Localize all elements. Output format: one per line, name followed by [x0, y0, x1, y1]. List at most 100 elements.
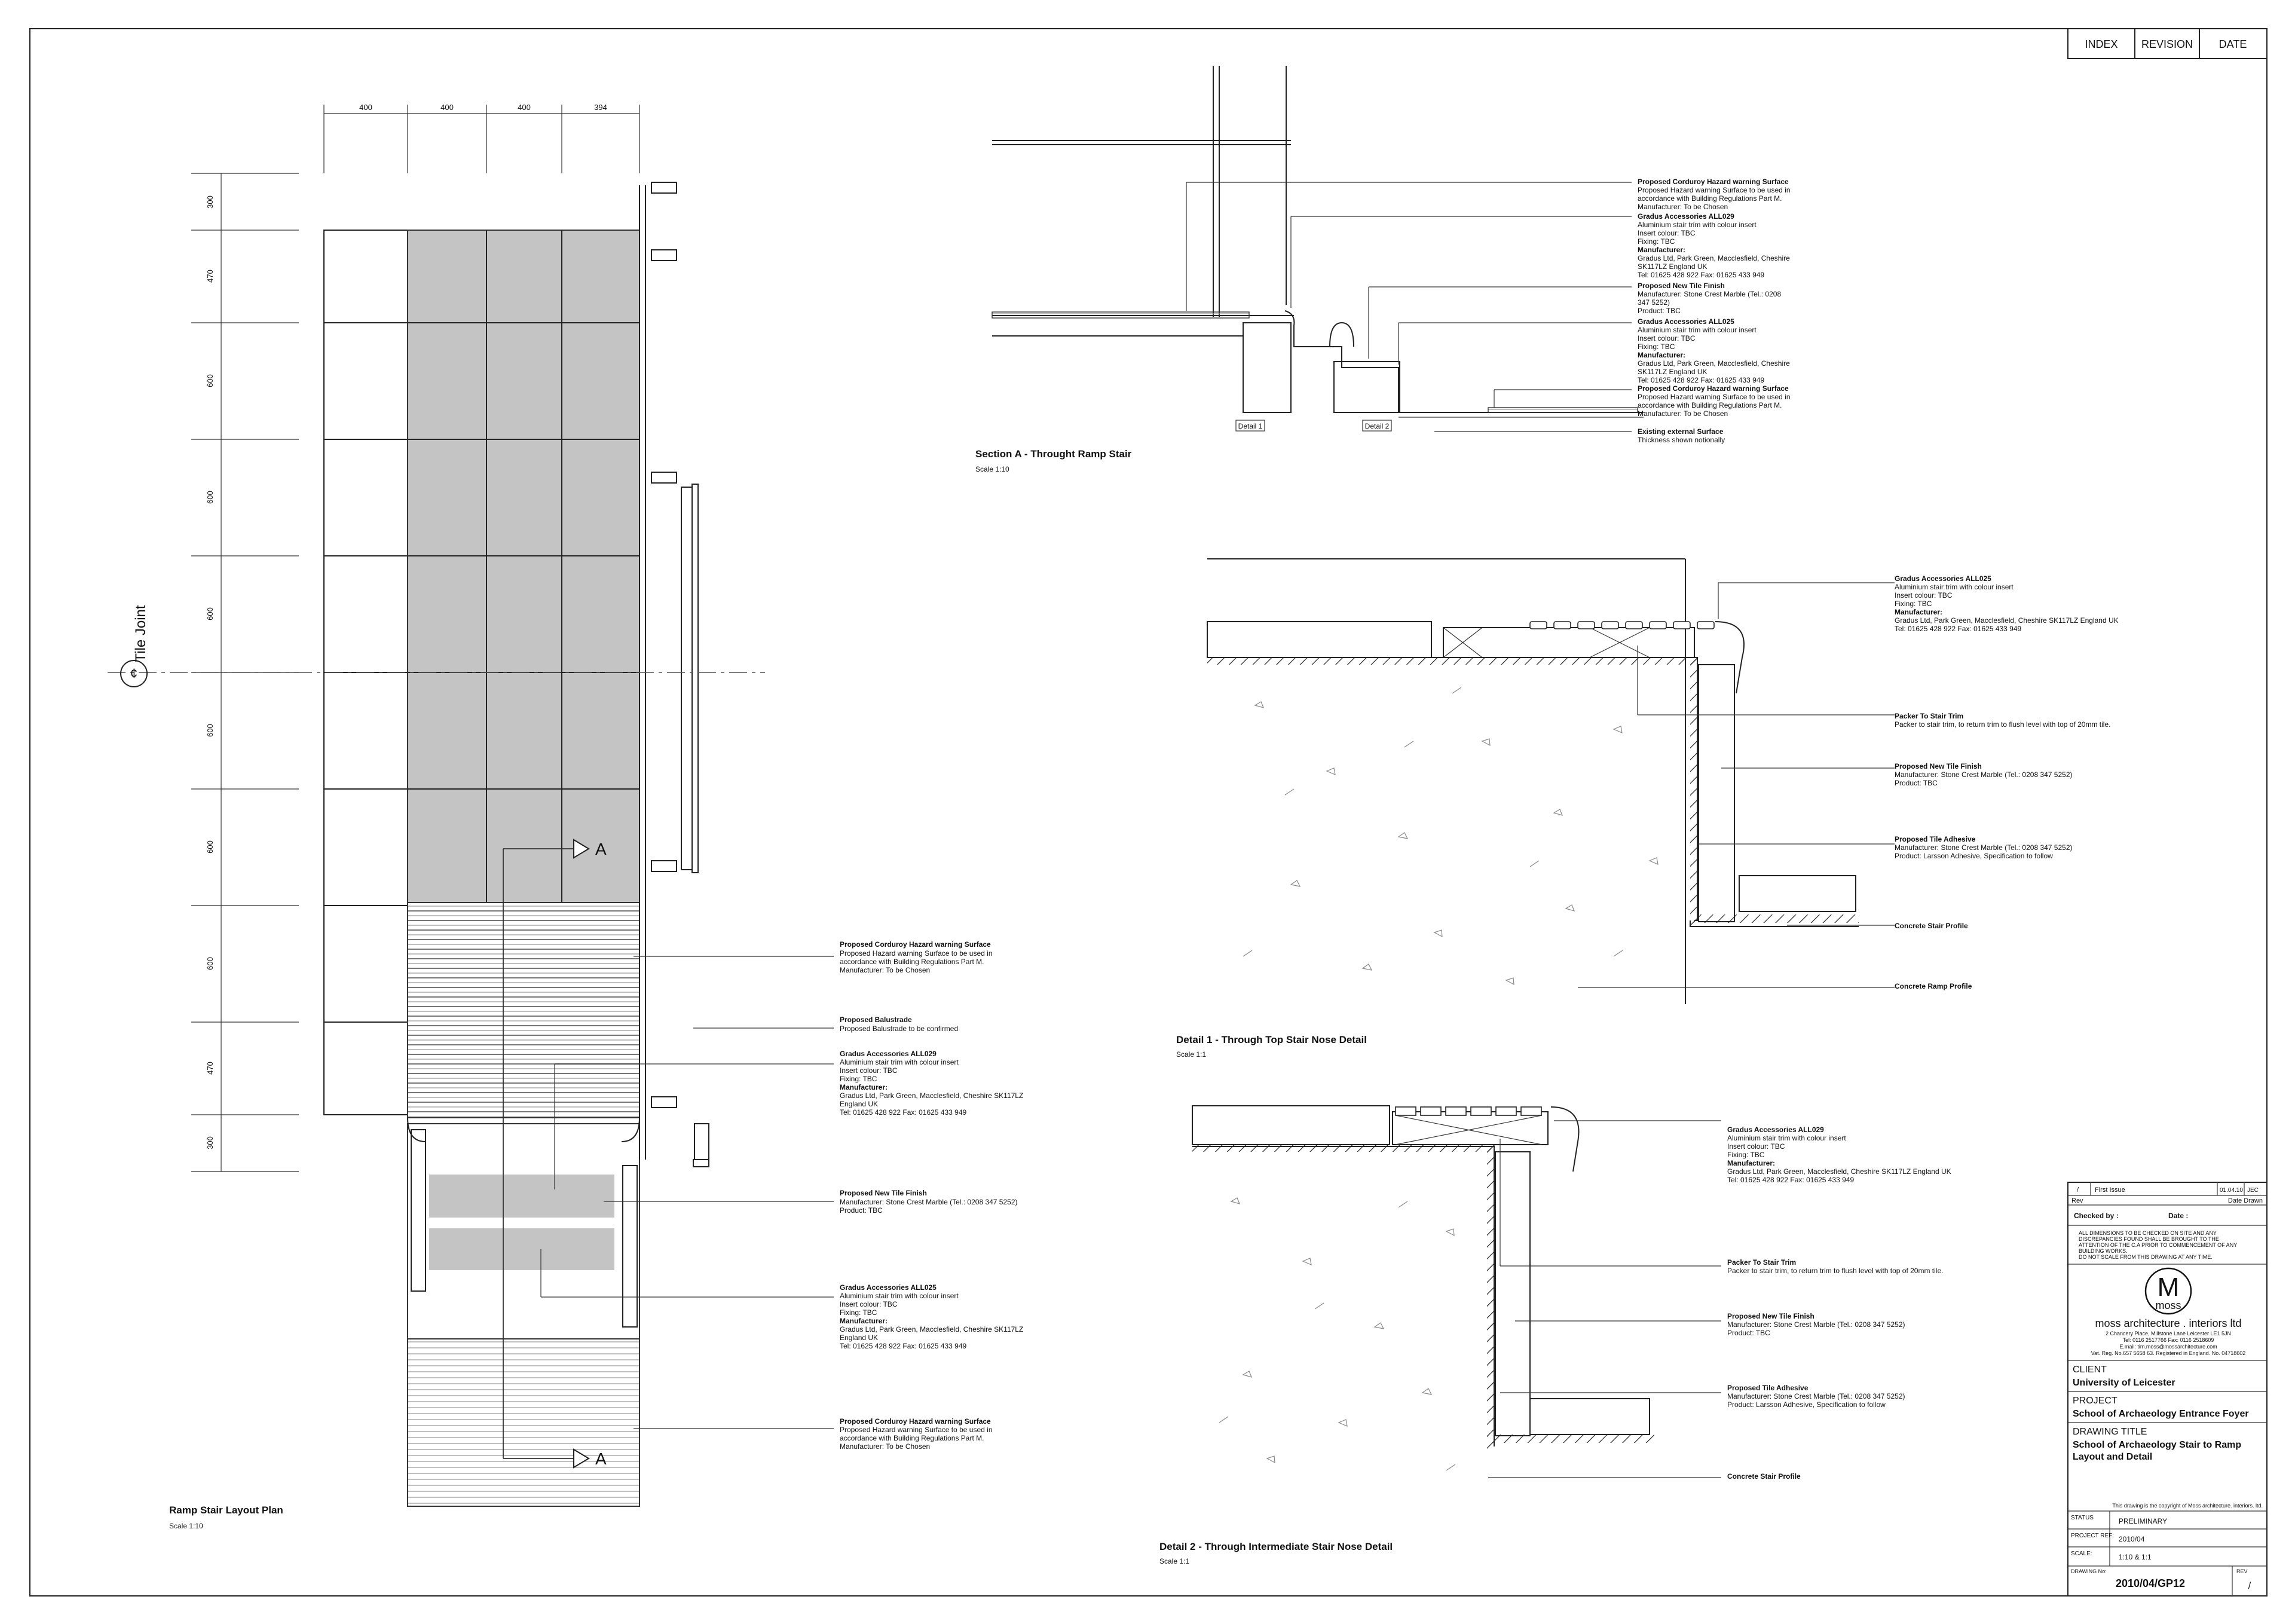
note-text: Manufacturer: Stone Crest Marble (Tel.: … [840, 1198, 1018, 1206]
company-name: moss architecture . interiors ltd [2095, 1317, 2241, 1329]
section-note-2: Gradus Accessories ALL029 Aluminium stai… [1638, 212, 1790, 279]
plan-dim-top-4: 394 [594, 103, 607, 112]
status-label: STATUS [2071, 1515, 2094, 1521]
note-text: Tel: 01625 428 922 Fax: 01625 433 949 [840, 1342, 967, 1350]
note-text: Existing external Surface [1638, 427, 1724, 436]
drawing-title-2: Layout and Detail [2073, 1452, 2152, 1462]
plan-dim-side-7: 600 [206, 840, 215, 854]
note-text: Manufacturer: Stone Crest Marble (Tel.: … [1727, 1392, 1905, 1400]
rev-box-label: REV [2236, 1568, 2248, 1574]
note-text: Manufacturer: [840, 1317, 888, 1325]
plan-scale: Scale 1:10 [169, 1522, 203, 1530]
plan-dim-side-9: 470 [206, 1062, 215, 1075]
sheet-border [29, 28, 2268, 1597]
note-text: Proposed New Tile Finish [1727, 1312, 1814, 1320]
note-text: Fixing: TBC [1638, 342, 1675, 351]
plan-note-4: Proposed New Tile Finish Manufacturer: S… [840, 1189, 1018, 1215]
note-text: Packer To Stair Trim [1895, 712, 1963, 720]
tb-date-label: Date : [2168, 1212, 2188, 1220]
cl-symbol: ¢ [130, 666, 137, 681]
note-text: Gradus Accessories ALL029 [1727, 1126, 1824, 1134]
plan-note-6: Proposed Corduroy Hazard warning Surface… [840, 1417, 993, 1451]
detail1-note-3: Proposed New Tile Finish Manufacturer: S… [1895, 762, 2073, 787]
detail2-note-1: Gradus Accessories ALL029 Aluminium stai… [1727, 1126, 1951, 1184]
note-text: Aluminium stair trim with colour insert [1895, 583, 2014, 591]
note-text: Gradus Accessories ALL025 [840, 1283, 937, 1292]
tb-disclaimer-2: DISCREPANCIES FOUND SHALL BE BROUGHT TO … [2079, 1236, 2219, 1242]
note-text: Product: TBC [1727, 1329, 1770, 1337]
note-text: Product: TBC [1895, 779, 1938, 787]
note-text: Proposed New Tile Finish [1638, 282, 1725, 290]
note-text: Proposed Corduroy Hazard warning Surface [840, 1417, 991, 1426]
plan-title: Ramp Stair Layout Plan [169, 1504, 283, 1516]
note-text: Proposed Tile Adhesive [1727, 1384, 1809, 1392]
detail-2: Detail 2 - Through Intermediate Stair No… [1159, 1105, 1721, 1565]
detail1-note-1: Gradus Accessories ALL025 Aluminium stai… [1895, 574, 2119, 633]
note-text: Gradus Ltd, Park Green, Macclesfield, Ch… [1638, 254, 1790, 262]
note-text: Manufacturer: Stone Crest Marble (Tel.: … [1895, 843, 2073, 852]
note-text: Concrete Stair Profile [1895, 922, 1968, 930]
note-text: Manufacturer: To be Chosen [1638, 409, 1728, 418]
note-text: Gradus Ltd, Park Green, Macclesfield, Ch… [1638, 359, 1790, 368]
detail2-scale: Scale 1:1 [1159, 1557, 1189, 1565]
tb-date-drawn: Date Drawn [2228, 1197, 2263, 1204]
tb-disclaimer-1: ALL DIMENSIONS TO BE CHECKED ON SITE AND… [2079, 1230, 2217, 1236]
logo-word: moss [2155, 1299, 2181, 1311]
section-note-1: Proposed Corduroy Hazard warning Surface… [1638, 178, 1791, 211]
note-text: Thickness shown notionally [1638, 436, 1725, 444]
plan-dim-top-2: 400 [440, 103, 454, 112]
plan-dim-top-1: 400 [359, 103, 372, 112]
plan-note-3: Gradus Accessories ALL029 Aluminium stai… [840, 1050, 1023, 1117]
status-value: PRELIMINARY [2119, 1517, 2167, 1525]
note-text: accordance with Building Regulations Par… [1638, 194, 1782, 203]
tile-joint-label: Tile Joint [133, 605, 149, 662]
company-address-4: Vat. Reg. No.657 5658 63. Registered in … [2091, 1350, 2246, 1356]
note-text: Packer To Stair Trim [1727, 1258, 1796, 1267]
note-text: Aluminium stair trim with colour insert [1638, 221, 1757, 229]
note-text: accordance with Building Regulations Par… [840, 1434, 984, 1442]
section-a-title: Section A - Throught Ramp Stair [975, 448, 1132, 460]
detail2-tag: Detail 2 [1365, 422, 1390, 430]
detail1-note-2: Packer To Stair Trim Packer to stair tri… [1895, 712, 2110, 729]
note-text: Aluminium stair trim with colour insert [840, 1058, 959, 1066]
detail1-note-4: Proposed Tile Adhesive Manufacturer: Sto… [1895, 835, 2073, 860]
rev-box-value: / [2248, 1581, 2251, 1591]
tb-rev-date: 01.04.10 [2220, 1187, 2243, 1194]
note-text: 347 5252) [1638, 298, 1670, 307]
note-text: Insert colour: TBC [840, 1300, 898, 1308]
note-text: Proposed New Tile Finish [840, 1189, 927, 1197]
note-text: Insert colour: TBC [1638, 334, 1696, 342]
note-text: Manufacturer: [840, 1083, 888, 1091]
note-text: Aluminium stair trim with colour insert [840, 1292, 959, 1300]
plan-dim-top-3: 400 [518, 103, 531, 112]
section-marker-a-top: A [595, 840, 607, 858]
plan-note-5: Gradus Accessories ALL025 Aluminium stai… [840, 1283, 1023, 1350]
note-text: Gradus Accessories ALL025 [1895, 574, 1991, 583]
note-text: Manufacturer: [1895, 608, 1942, 616]
plan-dim-side-3: 600 [206, 374, 215, 387]
tb-disclaimer-5: DO NOT SCALE FROM THIS DRAWING AT ANY TI… [2079, 1254, 2213, 1260]
note-text: SK117LZ England UK [1638, 368, 1708, 376]
section-note-6: Existing external Surface Thickness show… [1638, 427, 1725, 444]
note-text: Proposed Hazard warning Surface to be us… [840, 949, 993, 958]
note-text: Proposed Corduroy Hazard warning Surface [840, 940, 991, 949]
note-text: Fixing: TBC [1727, 1151, 1765, 1159]
note-text: Proposed Hazard warning Surface to be us… [1638, 186, 1791, 194]
note-text: Gradus Accessories ALL025 [1638, 317, 1734, 326]
plan-dim-side-5: 600 [206, 607, 215, 620]
note-text: Gradus Ltd, Park Green, Macclesfield, Ch… [1895, 616, 2119, 625]
note-text: Insert colour: TBC [1727, 1142, 1785, 1151]
detail2-note-3: Proposed New Tile Finish Manufacturer: S… [1727, 1312, 1905, 1337]
note-text: Manufacturer: To be Chosen [840, 1442, 930, 1451]
note-text: Proposed Balustrade [840, 1016, 912, 1024]
title-block: / First Issue 01.04.10 JEC Rev Date Draw… [2067, 1182, 2268, 1597]
drawing-title-label: DRAWING TITLE [2073, 1427, 2147, 1437]
note-text: Tel: 01625 428 922 Fax: 01625 433 949 [1638, 376, 1765, 384]
revision-header: INDEX REVISION DATE [2067, 28, 2268, 59]
note-text: Fixing: TBC [840, 1075, 877, 1083]
drawing-no-label: DRAWING No: [2071, 1568, 2107, 1574]
tb-rev-by: JEC [2247, 1187, 2259, 1194]
note-text: accordance with Building Regulations Par… [840, 958, 984, 966]
note-text: Manufacturer: To be Chosen [840, 966, 930, 974]
